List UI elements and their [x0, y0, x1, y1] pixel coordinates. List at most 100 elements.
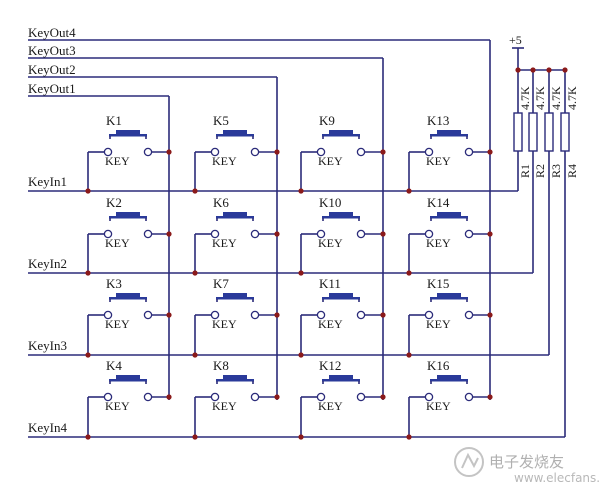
switch-terminal	[143, 392, 153, 402]
row-junction-dot	[192, 434, 198, 440]
key-ref-label: K2	[106, 195, 122, 210]
keyin-label: KeyIn4	[28, 420, 67, 435]
supply-label: +5	[509, 33, 522, 47]
switch-terminal	[424, 147, 434, 157]
keyin-label: KeyIn3	[28, 338, 67, 353]
key-ref-label: K13	[427, 113, 449, 128]
switch-terminal	[103, 310, 113, 320]
column-junction-dot	[487, 312, 493, 318]
switch-plunger	[437, 293, 461, 297]
switch-terminal	[464, 147, 474, 157]
resistor-body	[513, 112, 523, 152]
keyin-label: KeyIn2	[28, 256, 67, 271]
key-ref-label: K9	[319, 113, 335, 128]
column-junction-dot	[274, 312, 280, 318]
key-ref-label: K10	[319, 195, 341, 210]
resistor-name-label: R2	[533, 164, 547, 178]
switch-contact-bar	[322, 216, 360, 219]
switch-plunger	[437, 212, 461, 216]
switch-contact-bar	[430, 297, 468, 300]
column-junction-dot	[166, 231, 172, 237]
key-text-label: KEY	[105, 236, 130, 250]
switch-contact-bar	[109, 297, 147, 300]
key-text-label: KEY	[212, 399, 237, 413]
rail-junction-dot	[515, 67, 521, 73]
key-text-label: KEY	[212, 154, 237, 168]
row-junction-dot	[406, 188, 412, 194]
key-ref-label: K12	[319, 358, 341, 373]
resistor-name-label: R4	[565, 164, 579, 178]
switch-terminal	[250, 310, 260, 320]
watermark-url-text: www.elecfans.com	[514, 471, 600, 485]
key-text-label: KEY	[105, 399, 130, 413]
row-junction-dot	[406, 434, 412, 440]
switch-terminal	[464, 310, 474, 320]
resistor-value-label: 4.7K	[549, 86, 563, 110]
keyout-label: KeyOut3	[28, 43, 76, 58]
switch-terminal	[210, 229, 220, 239]
key-text-label: KEY	[426, 317, 451, 331]
switch-terminal	[424, 310, 434, 320]
row-junction-dot	[85, 434, 91, 440]
switch-terminal	[424, 392, 434, 402]
switch-plunger	[329, 293, 353, 297]
rail-junction-dot	[546, 67, 552, 73]
row-junction-dot	[85, 352, 91, 358]
keyout-label: KeyOut1	[28, 81, 76, 96]
key-ref-label: K16	[427, 358, 450, 373]
switch-contact-bar	[216, 297, 254, 300]
watermark-logo-icon	[454, 447, 484, 477]
switch-contact-bar	[216, 134, 254, 137]
switch-plunger	[329, 212, 353, 216]
switch-terminal	[424, 229, 434, 239]
switch-plunger	[116, 375, 140, 379]
switch-plunger	[437, 375, 461, 379]
key-text-label: KEY	[426, 154, 451, 168]
switch-plunger	[116, 293, 140, 297]
switch-terminal	[316, 229, 326, 239]
switch-terminal	[356, 392, 366, 402]
rail-junction-dot	[530, 67, 536, 73]
key-text-label: KEY	[318, 154, 343, 168]
key-text-label: KEY	[426, 236, 451, 250]
resistor-value-label: 4.7K	[518, 86, 532, 110]
switch-contact-bar	[109, 134, 147, 137]
switch-contact-bar	[322, 134, 360, 137]
column-junction-dot	[487, 394, 493, 400]
key-ref-label: K14	[427, 195, 450, 210]
resistor-name-label: R1	[518, 164, 532, 178]
switch-contact-bar	[216, 379, 254, 382]
switch-contact-bar	[430, 134, 468, 137]
switch-plunger	[116, 212, 140, 216]
switch-contact-bar	[322, 297, 360, 300]
key-ref-label: K11	[319, 276, 341, 291]
switch-terminal	[316, 310, 326, 320]
switch-plunger	[223, 375, 247, 379]
switch-terminal	[103, 147, 113, 157]
switch-contact-bar	[109, 379, 147, 382]
key-ref-label: K1	[106, 113, 122, 128]
key-text-label: KEY	[105, 317, 130, 331]
switch-terminal	[356, 147, 366, 157]
resistor-body	[528, 112, 538, 152]
column-junction-dot	[487, 231, 493, 237]
column-junction-dot	[380, 149, 386, 155]
switch-terminal	[464, 229, 474, 239]
column-junction-dot	[380, 312, 386, 318]
row-junction-dot	[298, 434, 304, 440]
switch-plunger	[329, 375, 353, 379]
column-junction-dot	[166, 312, 172, 318]
column-junction-dot	[487, 149, 493, 155]
row-junction-dot	[192, 270, 198, 276]
switch-plunger	[116, 130, 140, 134]
row-junction-dot	[298, 270, 304, 276]
switch-terminal	[210, 310, 220, 320]
watermark: 电子发烧友 www.elecfans.com	[454, 447, 600, 485]
switch-contact-bar	[322, 379, 360, 382]
column-junction-dot	[380, 231, 386, 237]
switch-contact-bar	[109, 216, 147, 219]
switch-contact-bar	[216, 216, 254, 219]
watermark-cn-text: 电子发烧友	[489, 453, 564, 471]
